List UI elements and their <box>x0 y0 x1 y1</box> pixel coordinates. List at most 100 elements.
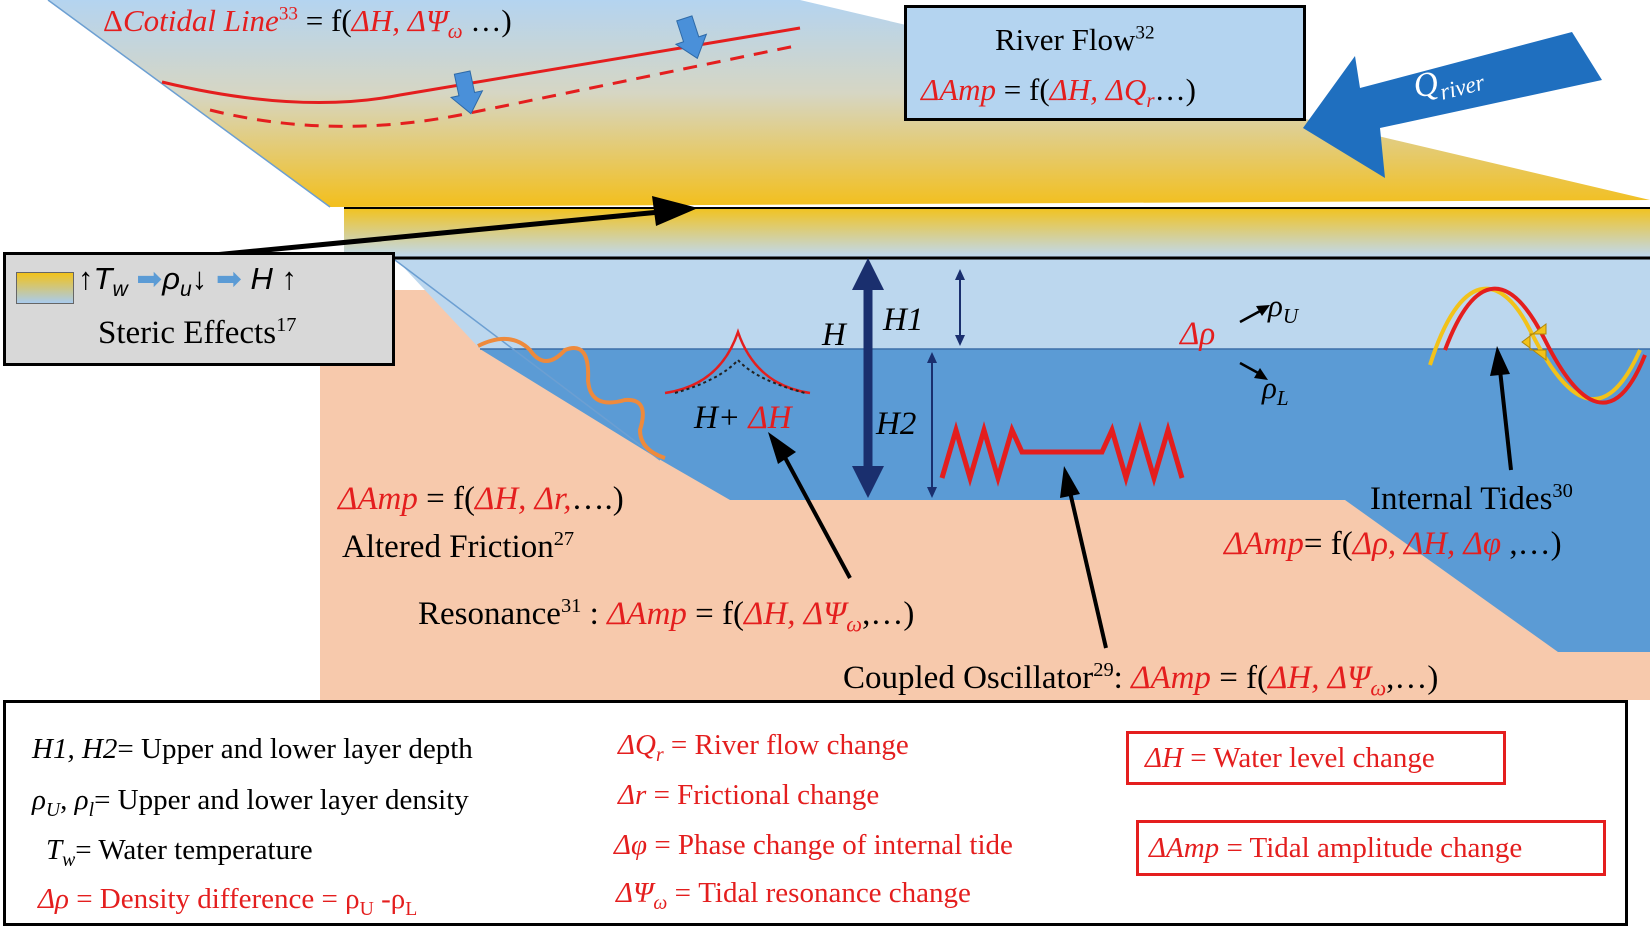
river-flow-sep: , <box>1090 72 1106 107</box>
legend-drho-term: Δρ <box>38 883 69 915</box>
internal-tides-drho: Δρ <box>1352 526 1388 562</box>
legend-drho-sub2: L <box>405 897 418 920</box>
cotidal-line-dashed <box>209 43 801 128</box>
legend-drho: Δρ = Density difference = ρU -ρL <box>38 883 417 919</box>
steric-rho: ρ <box>162 261 181 296</box>
river-flow-ref: 32 <box>1135 22 1155 44</box>
legend-rho-sub1: U <box>45 798 61 821</box>
resonance-peak-label: H+ ΔH <box>694 402 792 435</box>
steric-rho-sub: u <box>180 278 192 302</box>
legend-dr: Δr = Frictional change <box>618 779 879 812</box>
cotidal-label: ΔCotidal Line33 = f(ΔH, ΔΨω …) <box>103 3 512 42</box>
legend-dphi-def: = Phase change of internal tide <box>647 829 1013 861</box>
cotidal-shift-arrow-1 <box>449 70 484 115</box>
cotidal-sep: , <box>392 3 408 38</box>
coupled-eq-close: ,…) <box>1386 660 1439 696</box>
legend-h12-term: H1, H2 <box>32 733 118 765</box>
friction-sep: , <box>518 481 535 517</box>
cotidal-shift-arrow-2 <box>674 15 708 60</box>
resonance-eq-open: = f( <box>686 596 745 632</box>
legend-rho2: ρ <box>74 784 89 816</box>
friction-damp: ΔAmp <box>338 481 418 517</box>
coupled-ref: 29 <box>1093 659 1114 681</box>
resonance-psi-sub: ω <box>846 611 863 637</box>
internal-tides-dh: ΔH <box>1403 526 1448 562</box>
coupled-label-text: Coupled Oscillator <box>843 660 1094 696</box>
lower-water-layer <box>480 349 1650 652</box>
friction-ref: 27 <box>553 528 575 550</box>
resonance-ref: 31 <box>560 595 582 617</box>
coupled-oscillator-springs <box>939 421 1185 487</box>
legend-dh-def: = Water level change <box>1182 742 1435 774</box>
legend-rho1: ρ <box>32 784 46 816</box>
river-flow-dq: ΔQ <box>1105 72 1147 107</box>
internal-tide-pointer-head <box>1490 346 1510 376</box>
steric-effects-box: ↑Tw ➡ρu↓ ➡ H ↑ Steric Effects17 <box>3 252 395 366</box>
legend-damp-term: ΔAmp <box>1149 832 1220 864</box>
legend-rho-comma: , <box>60 784 75 816</box>
river-flow-title-text: River Flow <box>995 22 1136 57</box>
legend-dq-term: ΔQ <box>618 729 656 761</box>
friction-label: Altered Friction27 <box>342 528 575 565</box>
legend-box: H1, H2= Upper and lower layer depth ρU, … <box>3 700 1628 926</box>
coupled-dpsi: ΔΨ <box>1327 660 1371 696</box>
internal-tide-wave-yellow <box>1428 286 1642 402</box>
coupled-equation: Coupled Oscillator29: ΔAmp = f(ΔH, ΔΨω,…… <box>843 659 1439 700</box>
cotidal-eq-close: …) <box>462 3 512 38</box>
river-flow-arrow <box>1303 32 1602 178</box>
friction-roughness <box>477 337 666 460</box>
coupled-damp: ΔAmp <box>1131 660 1211 696</box>
river-flow-eq-close: …) <box>1154 72 1196 107</box>
steric-down-arrow: ↓ <box>191 261 208 296</box>
density-rho-l: ρL <box>1262 370 1289 409</box>
legend-drho-def: = Density difference = ρ <box>68 883 360 915</box>
friction-dh: ΔH <box>474 481 519 517</box>
depth-h2-head-top <box>927 352 937 363</box>
resonance-equation: Resonance31 : ΔAmp = f(ΔH, ΔΨω,…) <box>418 595 914 636</box>
resonance-label-text: Resonance <box>418 596 561 632</box>
friction-label-text: Altered Friction <box>342 529 554 565</box>
steric-right-arrow-2: ➡ <box>207 261 251 296</box>
legend-tw-sub: w <box>62 848 76 871</box>
surface-plane <box>48 0 1650 207</box>
steric-pointer-line <box>182 209 661 261</box>
legend-dr-term: Δr <box>618 779 647 811</box>
internal-tides-eq-open: = f( <box>1303 526 1353 562</box>
density-rho-u-sub: U <box>1282 304 1299 329</box>
steric-swatch <box>16 272 74 304</box>
legend-dh-term: ΔH <box>1145 742 1183 774</box>
legend-dq-sub: r <box>655 743 664 766</box>
coupled-colon: : <box>1113 660 1132 696</box>
internal-tides-damp: ΔAmp <box>1224 526 1304 562</box>
internal-tides-sep2: , <box>1447 526 1464 562</box>
resonance-dpsi: ΔΨ <box>803 596 847 632</box>
coupled-sep: , <box>1311 660 1328 696</box>
legend-tw: Tw= Water temperature <box>46 834 313 870</box>
steric-up-arrow-1: ↑ <box>78 261 94 296</box>
depth-h-arrow-head-bottom <box>852 466 884 498</box>
steric-right-arrow-1: ➡ <box>127 261 163 296</box>
resonance-peak-dh: ΔH <box>748 400 792 436</box>
upper-water-layer <box>395 258 1650 349</box>
cotidal-dh: ΔH <box>351 3 393 38</box>
resonance-colon: : <box>581 596 608 632</box>
friction-eq-close: ….) <box>571 481 624 517</box>
steric-t: T <box>93 261 113 296</box>
resonance-peak-h: H+ <box>694 400 749 436</box>
coupled-pointer <box>1068 491 1108 649</box>
legend-h12-def: = Upper and lower layer depth <box>117 733 473 765</box>
surface-strip <box>344 207 1650 257</box>
depth-h-arrow-head-top <box>852 258 884 290</box>
internal-tides-ref: 30 <box>1552 480 1573 502</box>
depth-h-label: H <box>822 317 846 353</box>
river-flow-damp: ΔAmp <box>921 72 997 107</box>
depth-h2-label: H2 <box>876 406 917 442</box>
internal-tide-wave-red <box>1443 286 1647 405</box>
density-rho-l-sym: ρ <box>1262 370 1277 405</box>
rho-u-arrow-head <box>1256 305 1270 316</box>
cotidal-ref: 33 <box>278 3 299 25</box>
river-flow-q-sub: r <box>1146 88 1155 113</box>
internal-tides-equation: ΔAmp= f(Δρ, ΔH, Δφ ,…) <box>1224 528 1562 561</box>
legend-rho-sub2: l <box>88 798 95 821</box>
river-flow-title: River Flow32 <box>995 24 1155 55</box>
